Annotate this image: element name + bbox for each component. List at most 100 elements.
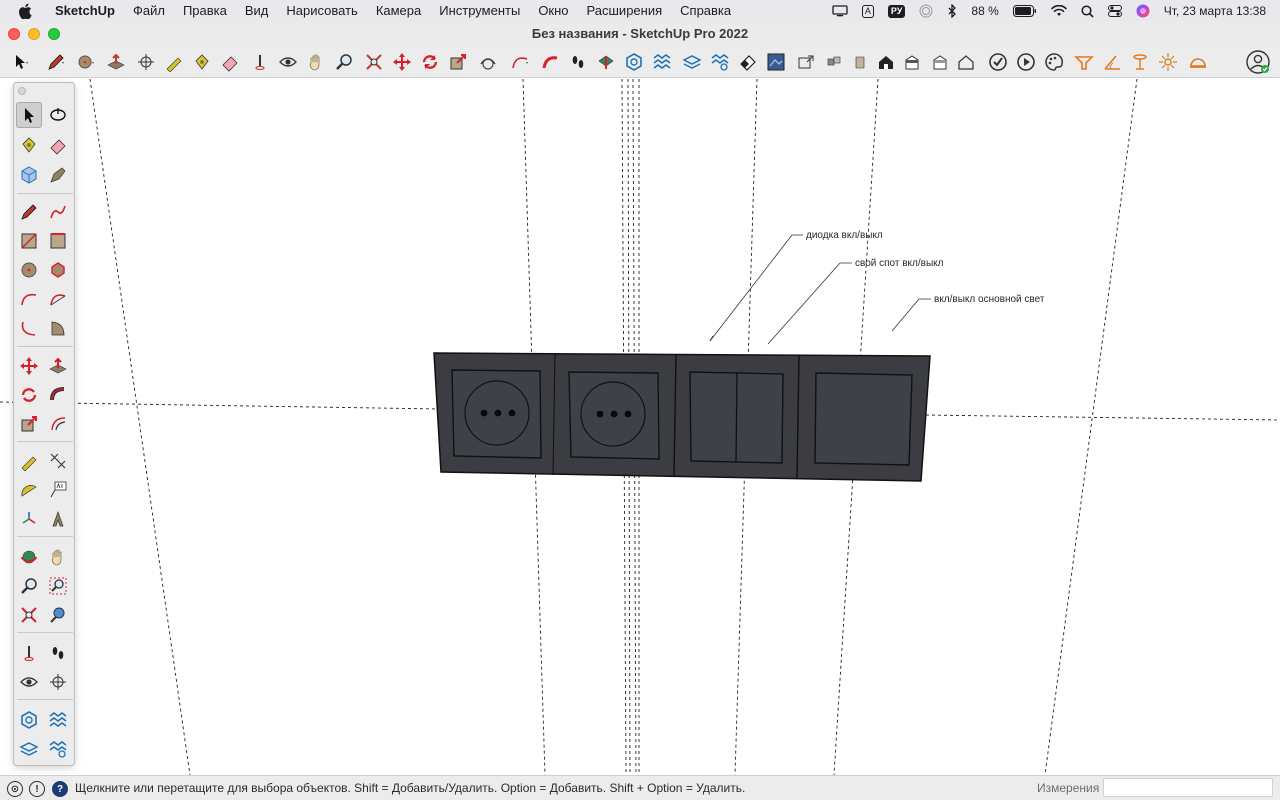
scene-canvas[interactable] bbox=[0, 79, 1280, 775]
toolbar-export-button[interactable] bbox=[794, 50, 818, 74]
toolbar-stamp-button[interactable] bbox=[680, 50, 704, 74]
geolocation-icon[interactable]: ⊙ bbox=[7, 781, 23, 797]
screen-mirror-icon[interactable] bbox=[832, 5, 848, 17]
toolbar-follow-me-button[interactable] bbox=[476, 50, 500, 74]
palette-push-pull-tool[interactable] bbox=[45, 353, 71, 379]
menu-extensions[interactable]: Расширения bbox=[586, 3, 663, 18]
close-window-button[interactable] bbox=[8, 28, 20, 40]
menu-camera[interactable]: Камера bbox=[375, 3, 422, 18]
palette-eraser-tool[interactable] bbox=[45, 132, 71, 158]
menu-view[interactable]: Вид bbox=[244, 3, 269, 18]
palette-walk-tool[interactable] bbox=[45, 640, 71, 666]
toolbar-3d-warehouse-button[interactable] bbox=[822, 50, 846, 74]
palette-pan-tool[interactable] bbox=[45, 544, 71, 570]
menu-file[interactable]: Файл bbox=[132, 3, 165, 18]
palette-dimension-tool[interactable] bbox=[45, 448, 71, 474]
power-socket[interactable] bbox=[451, 369, 542, 459]
menu-window[interactable]: Окно bbox=[538, 3, 569, 18]
palette-orbit-tool[interactable] bbox=[45, 102, 71, 128]
toolbar-stool-button[interactable] bbox=[1128, 50, 1152, 74]
modeling-viewport[interactable]: диодка вкл/выкл свой спот вкл/выкл вкл/в… bbox=[0, 79, 1280, 775]
palette-line-tool[interactable] bbox=[16, 199, 42, 225]
palette-make-component-tool[interactable] bbox=[16, 162, 42, 188]
palette-offset-tool[interactable] bbox=[45, 411, 71, 437]
help-icon[interactable]: ? bbox=[52, 781, 68, 797]
toolbar-scale-button[interactable] bbox=[446, 50, 470, 74]
palette-previous-view-tool[interactable] bbox=[45, 602, 71, 628]
power-socket[interactable] bbox=[568, 371, 660, 460]
input-source-icon[interactable]: РУ bbox=[887, 4, 906, 18]
apple-menu-icon[interactable] bbox=[18, 3, 32, 19]
palette-orbit-camera-tool[interactable] bbox=[16, 544, 42, 570]
toolbar-push-pull-button[interactable] bbox=[104, 50, 128, 74]
toolbar-materials-button[interactable] bbox=[764, 50, 788, 74]
palette-3d-text-tool[interactable] bbox=[45, 506, 71, 532]
double-light-switch[interactable] bbox=[689, 371, 784, 464]
palette-follow-me-tool[interactable] bbox=[45, 382, 71, 408]
toolbar-look-around-button[interactable] bbox=[276, 50, 300, 74]
palette-scale-tool[interactable] bbox=[16, 411, 42, 437]
toolbar-dimension-button[interactable] bbox=[1100, 50, 1124, 74]
toolbar-line-button[interactable] bbox=[44, 50, 68, 74]
toolbar-house-back-button[interactable] bbox=[928, 50, 952, 74]
palette-pie-tool[interactable] bbox=[45, 315, 71, 341]
spotlight-search-icon[interactable] bbox=[1081, 4, 1094, 18]
palette-sandbox-stamp-tool[interactable] bbox=[16, 736, 42, 762]
toolbar-drape-button[interactable] bbox=[708, 50, 732, 74]
menubar-clock[interactable]: Чт, 23 марта 13:38 bbox=[1163, 4, 1266, 18]
toolbar-select-button[interactable] bbox=[8, 50, 32, 74]
palette-sandbox-contours-tool[interactable] bbox=[16, 707, 42, 733]
palette-circle-tool[interactable] bbox=[16, 257, 42, 283]
palette-zoom-tool[interactable] bbox=[16, 573, 42, 599]
toolbar-section-fill-button[interactable] bbox=[1072, 50, 1096, 74]
annotation-led-toggle[interactable]: диодка вкл/выкл bbox=[806, 230, 883, 241]
toolbar-palette-button[interactable] bbox=[1042, 50, 1066, 74]
menu-help[interactable]: Справка bbox=[680, 3, 732, 18]
palette-arc-tool[interactable] bbox=[16, 286, 42, 312]
palette-zoom-extents-tool[interactable] bbox=[16, 602, 42, 628]
toolbar-walk-button[interactable] bbox=[566, 50, 590, 74]
bluetooth-icon[interactable] bbox=[947, 4, 957, 18]
siri-icon[interactable] bbox=[1136, 4, 1150, 18]
toolbar-position-camera-button[interactable] bbox=[248, 50, 272, 74]
control-center-icon[interactable] bbox=[1107, 5, 1122, 17]
toolbar-zoom-button[interactable] bbox=[332, 50, 356, 74]
palette-position-camera-tool[interactable] bbox=[16, 640, 42, 666]
palette-freehand-tool[interactable] bbox=[45, 199, 71, 225]
palette-look-around-tool[interactable] bbox=[16, 669, 42, 695]
socket-switch-block[interactable] bbox=[433, 352, 931, 482]
palette-text-tool[interactable] bbox=[45, 477, 71, 503]
palette-tag-tool[interactable] bbox=[45, 162, 71, 188]
toolbar-house-front-button[interactable] bbox=[900, 50, 924, 74]
toolbar-arc-button[interactable] bbox=[508, 50, 532, 74]
menu-tools[interactable]: Инструменты bbox=[439, 3, 521, 18]
palette-close-dot[interactable] bbox=[18, 87, 26, 95]
airdrop-icon[interactable] bbox=[919, 4, 933, 18]
toolbar-extension-warehouse-button[interactable] bbox=[986, 50, 1010, 74]
palette-zoom-window-tool[interactable] bbox=[45, 573, 71, 599]
palette-rotate-tool[interactable] bbox=[16, 382, 42, 408]
zoom-window-button[interactable] bbox=[48, 28, 60, 40]
wifi-icon[interactable] bbox=[1050, 5, 1067, 17]
toolbar-zoom-extents-button[interactable] bbox=[362, 50, 386, 74]
palette-paint-bucket-tool[interactable] bbox=[16, 132, 42, 158]
palette-sandbox-smoove-tool[interactable] bbox=[45, 707, 71, 733]
toolbar-move-button[interactable] bbox=[390, 50, 414, 74]
battery-icon[interactable] bbox=[1012, 5, 1037, 17]
toolbar-component-button[interactable] bbox=[848, 50, 872, 74]
toolbar-rotate-button[interactable] bbox=[418, 50, 442, 74]
text-input-icon[interactable]: A bbox=[861, 4, 874, 18]
toolbar-circle-button[interactable] bbox=[74, 50, 98, 74]
palette-sandbox-drape-tool[interactable] bbox=[45, 736, 71, 762]
palette-polygon-tool[interactable] bbox=[45, 257, 71, 283]
toolbar-pan-button[interactable] bbox=[304, 50, 328, 74]
toolbar-extension-manager-button[interactable] bbox=[1014, 50, 1038, 74]
palette-3-point-arc-tool[interactable] bbox=[16, 315, 42, 341]
toolbar-lights-button[interactable] bbox=[1156, 50, 1180, 74]
toolbar-home-button[interactable] bbox=[874, 50, 898, 74]
toolbar-sandbox-button[interactable] bbox=[622, 50, 646, 74]
menu-edit[interactable]: Правка bbox=[182, 3, 227, 18]
toolbar-section-plane-button[interactable] bbox=[594, 50, 618, 74]
palette-section-plane-tool[interactable] bbox=[45, 669, 71, 695]
annotation-main-light-toggle[interactable]: вкл/выкл основной свет bbox=[934, 294, 1045, 305]
